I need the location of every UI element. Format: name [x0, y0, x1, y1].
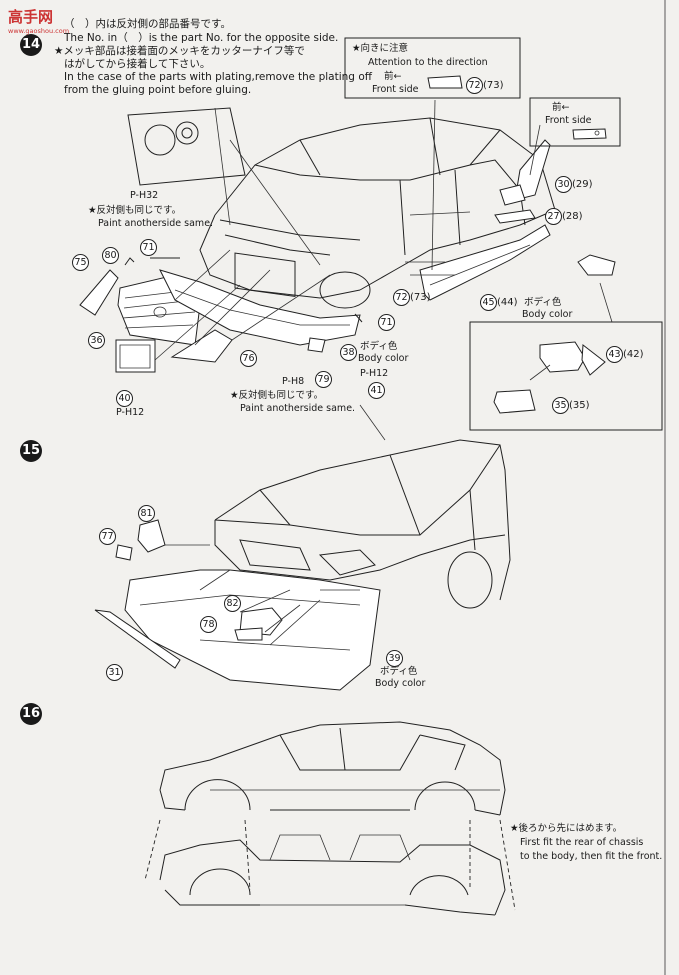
part-38-label: 38 [340, 344, 357, 361]
note-jp-3: はがしてから接着して下さい。 [64, 58, 211, 70]
step15-parts [94, 404, 386, 691]
step16-chassis [144, 819, 516, 916]
front-side-box [529, 97, 621, 147]
watermark-logo-text: 高手网 [8, 8, 54, 26]
fit-note-jp: ★後ろから先にはめます。 [510, 823, 623, 834]
body-color-jp-3: ボディ色 [380, 666, 418, 677]
front2-jp: 前← [552, 102, 570, 113]
watermark-logo: 高手网 www.gaoshou.com [8, 6, 69, 35]
part-36-label: 36 [88, 332, 105, 349]
paint-ref-3: P-H12 [360, 368, 389, 379]
front-jp: 前← [384, 71, 402, 82]
step14-side-parts [405, 99, 616, 301]
same-jp-1: ★反対側も同じです。 [88, 205, 182, 216]
step16-number: 16 [20, 703, 42, 725]
part-35-label: 35(35) [552, 397, 590, 414]
watermark-url: www.gaoshou.com [8, 27, 70, 35]
part-45-label: 45(44) [480, 294, 518, 311]
part-40-label: 40 [116, 390, 133, 407]
part-27-label: 27(28) [545, 208, 583, 225]
mirror-inset [469, 282, 663, 431]
headlight-inset [127, 107, 321, 266]
body-color-en-2: Body color [358, 353, 409, 364]
part-71-label-b: 71 [378, 314, 395, 331]
note-en-3: from the gluing point before gluing. [64, 84, 252, 96]
fit-note-en-2: to the body, then fit the front. [520, 851, 663, 862]
note-en-1: The No. in（ ）is the part No. for the opp… [64, 32, 339, 44]
part-82-label: 82 [224, 595, 241, 612]
part-75-label: 75 [72, 254, 89, 271]
direction-en: Attention to the direction [368, 57, 488, 68]
body-color-jp-1: ボディ色 [524, 297, 562, 308]
front-en: Front side [372, 84, 419, 95]
note-jp-1: （ ）内は反対側の部品番号です。 [64, 18, 231, 30]
part-41-label: 41 [368, 382, 385, 399]
part-78-label: 78 [200, 616, 217, 633]
step15-car-body [214, 439, 511, 609]
direction-box [344, 37, 521, 99]
paint-ref-1: P-H32 [130, 190, 159, 201]
note-en-2: In the case of the parts with plating,re… [64, 71, 372, 83]
part-71-label-a: 71 [140, 239, 157, 256]
paint-ref-2: P-H8 [282, 376, 305, 387]
part-43-label: 43(42) [606, 346, 644, 363]
direction-jp: ★向きに注意 [352, 43, 409, 54]
part-72-label-2: 72(73) [393, 289, 431, 306]
paint-ref-4: P-H12 [116, 407, 145, 418]
fit-note-en-1: First fit the rear of chassis [520, 837, 644, 848]
body-color-en-3: Body color [375, 678, 426, 689]
part-80-label: 80 [102, 247, 119, 264]
same-en-2: Paint anotherside same. [240, 403, 356, 414]
part-31-label: 31 [106, 664, 123, 681]
step14-front-parts [79, 249, 363, 373]
part-77-label: 77 [99, 528, 116, 545]
part-30-label: 30(29) [555, 176, 593, 193]
part-39-label: 39 [386, 650, 403, 667]
part-81-label: 81 [138, 505, 155, 522]
front2-en: Front side [545, 115, 592, 126]
step16-car-side [159, 721, 506, 816]
body-color-en-1: Body color [522, 309, 573, 320]
part-76-label: 76 [240, 350, 257, 367]
part-72-label: 72(73) [466, 77, 504, 94]
step14-car-body [199, 117, 556, 309]
same-jp-2: ★反対側も同じです。 [230, 390, 324, 401]
part-79-label: 79 [315, 371, 332, 388]
same-en-1: Paint anotherside same. [98, 218, 214, 229]
step15-number: 15 [20, 440, 42, 462]
note-jp-2: ★メッキ部品は接着面のメッキをカッターナイフ等で [54, 45, 305, 57]
body-color-jp-2: ボディ色 [360, 341, 398, 352]
step14-number: 14 [20, 34, 42, 56]
